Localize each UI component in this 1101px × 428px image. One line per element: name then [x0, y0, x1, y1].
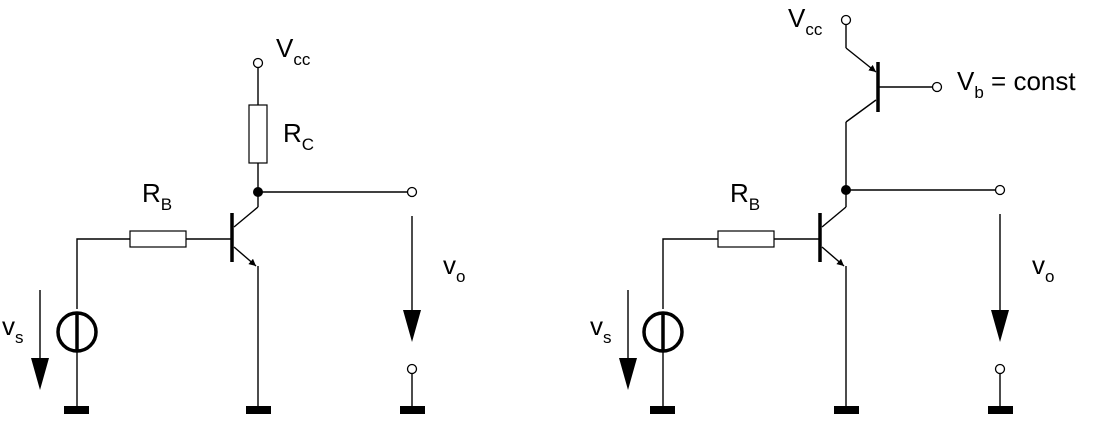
- vcc-terminal: [252, 57, 264, 69]
- output-terminal-top: [994, 184, 1006, 196]
- vo-label: vo: [1032, 250, 1054, 286]
- vo-arrow-head: [991, 310, 1009, 342]
- output-ground: [988, 406, 1013, 414]
- load-transistor-emitter-diag: [845, 47, 877, 73]
- source-ground: [64, 406, 89, 414]
- emitter-ground: [246, 406, 271, 414]
- base-resistor: [129, 230, 187, 248]
- bias-terminal: [931, 81, 943, 93]
- base-resistor: [717, 230, 775, 248]
- right-circuit: Vcc Vb = const RB: [590, 3, 1076, 414]
- vo-label: vo: [443, 250, 465, 286]
- source-wire: [76, 238, 130, 309]
- transistor-collector-diag: [821, 206, 847, 228]
- output-terminal-bottom: [406, 363, 418, 375]
- transistor-collector-diag: [233, 206, 259, 228]
- transistor-emitter-diag: [233, 246, 257, 267]
- vcc-label: Vcc: [276, 33, 311, 69]
- source-wire: [662, 238, 718, 309]
- vs-arrow-head: [619, 358, 637, 390]
- emitter-ground: [834, 406, 859, 414]
- vcc-terminal: [840, 14, 852, 26]
- collector-resistor: [248, 104, 268, 164]
- vo-arrow-head: [403, 310, 421, 342]
- bias-label: Vb = const: [957, 66, 1076, 102]
- left-circuit: Vcc RC RB: [2, 33, 465, 414]
- vs-label: vs: [590, 311, 612, 347]
- vcc-label: Vcc: [788, 3, 823, 39]
- load-transistor-collector-diag: [845, 99, 877, 123]
- output-ground: [400, 406, 425, 414]
- base-resistor-label: RB: [730, 178, 760, 214]
- base-resistor-label: RB: [142, 178, 172, 214]
- output-terminal-top: [406, 186, 418, 198]
- source-ground: [650, 406, 675, 414]
- vs-arrow-head: [31, 358, 49, 390]
- collector-resistor-label: RC: [283, 118, 314, 154]
- transistor-emitter-diag: [821, 246, 845, 267]
- vs-label: vs: [2, 311, 24, 347]
- output-terminal-bottom: [994, 363, 1006, 375]
